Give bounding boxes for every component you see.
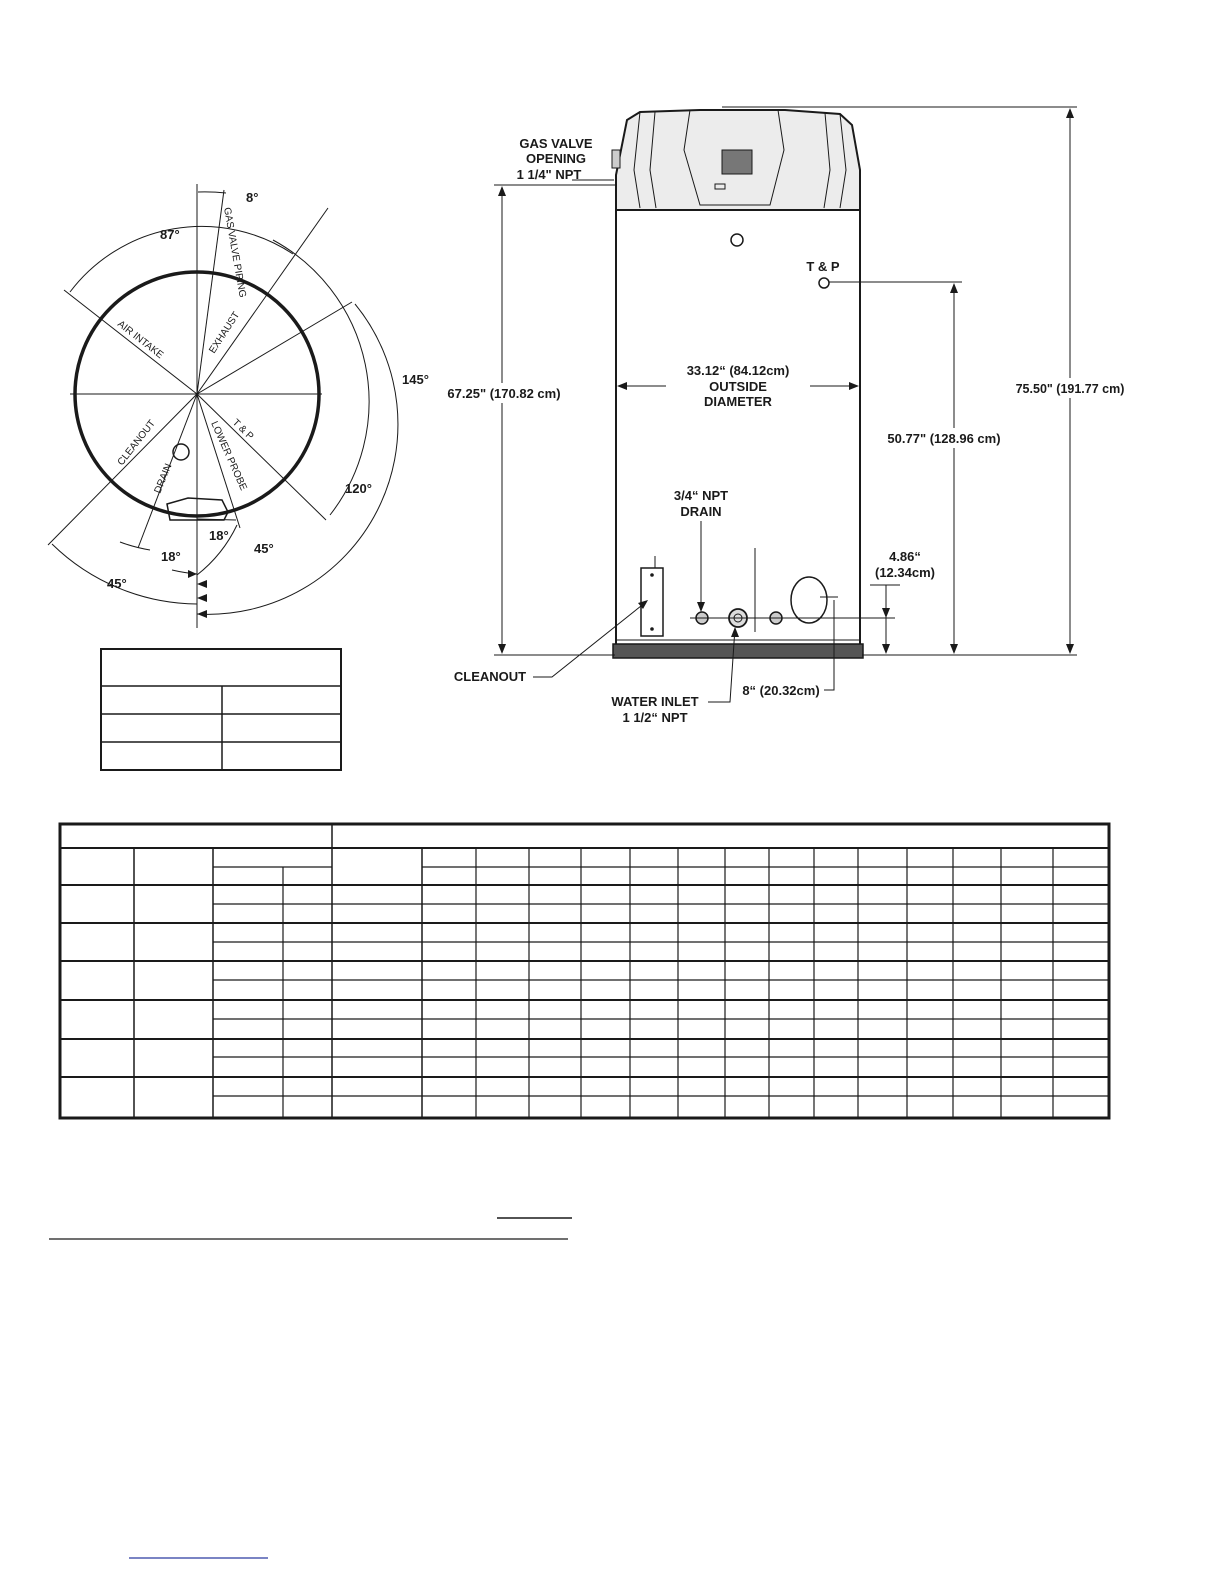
outside-diameter-label-2: DIAMETER	[704, 394, 773, 409]
tp-valve-icon	[818, 277, 830, 289]
angle-18-left-label: 18°	[161, 549, 181, 564]
arc-45-left	[51, 543, 198, 605]
angle-8-label: 8°	[246, 190, 258, 205]
angle-145-label: 145°	[402, 372, 429, 387]
exhaust-label: EXHAUST	[207, 310, 242, 356]
arc-18-left	[119, 541, 151, 551]
tp-height-dimension: 50.77" (128.96 cm)	[887, 431, 1000, 446]
plan-view: 8° 87° 145° 120° 18° 18° 45° 45° GAS VAL…	[47, 184, 429, 628]
tank-base	[612, 643, 864, 659]
gas-valve-height-dimension: 67.25" (170.82 cm)	[447, 386, 560, 401]
arc-87	[69, 225, 294, 293]
gas-valve-piping-label: GAS VALVE PIPING	[221, 207, 248, 299]
cleanout-label: CLEANOUT	[454, 669, 526, 684]
drain-radial	[137, 393, 198, 549]
inlet-height-dimension: 4.86“	[889, 549, 921, 564]
total-height-dimension: 75.50" (191.77 cm)	[1016, 382, 1125, 396]
outside-diameter-value: 33.12“ (84.12cm)	[687, 363, 790, 378]
angle-45-right-label: 45°	[254, 541, 274, 556]
tp-radial	[196, 393, 327, 521]
gas-valve-radial	[196, 189, 225, 395]
drain-port-circle	[172, 443, 190, 461]
probe-radial	[196, 301, 353, 395]
access-port-oval	[790, 576, 828, 624]
control-display-icon	[721, 149, 753, 175]
gas-valve-label-line2: OPENING	[526, 151, 586, 166]
sensor-port-circle	[730, 233, 744, 247]
water-inlet-size-label: 1 1/2“ NPT	[622, 710, 687, 725]
exhaust-radial	[196, 207, 329, 395]
arc-8	[197, 191, 227, 194]
drain-label: DRAIN	[680, 504, 721, 519]
cleanout-label: CLEANOUT	[116, 418, 158, 468]
inlet-offset-dimension: 8“ (20.32cm)	[742, 683, 819, 698]
drain-label: DRAIN	[153, 462, 175, 495]
specification-table-grid	[58, 822, 1111, 1120]
arc-145	[272, 239, 370, 516]
drain-size-label: 3/4“ NPT	[674, 488, 728, 503]
inlet-height-dimension-cm: (12.34cm)	[875, 565, 935, 580]
lower-probe-radial	[196, 393, 241, 529]
arc-120	[196, 303, 399, 615]
arc-45-right	[196, 524, 238, 576]
air-intake-radial	[63, 289, 198, 395]
gas-valve-housing-icon	[166, 497, 229, 521]
gas-valve-label-line1: GAS VALVE	[519, 136, 593, 151]
angle-120-label: 120°	[345, 481, 372, 496]
plan-empty-table	[100, 648, 342, 771]
air-intake-label: AIR INTAKE	[115, 319, 165, 362]
arc-18-right	[196, 518, 237, 521]
elevation-view: GAS VALVE OPENING 1 1/4" NPT T & P 33.12…	[440, 106, 1130, 725]
outside-diameter-label: OUTSIDE	[709, 379, 767, 394]
angle-18-right-label: 18°	[209, 528, 229, 543]
water-inlet-label: WATER INLET	[611, 694, 698, 709]
cleanout-radial	[47, 393, 198, 546]
angle-45-left-label: 45°	[107, 576, 127, 591]
gas-valve-label-line3: 1 1/4" NPT	[517, 167, 582, 182]
tp-elevation-label: T & P	[806, 259, 840, 274]
angle-87-label: 87°	[160, 227, 180, 242]
cleanout-plate	[640, 567, 664, 637]
